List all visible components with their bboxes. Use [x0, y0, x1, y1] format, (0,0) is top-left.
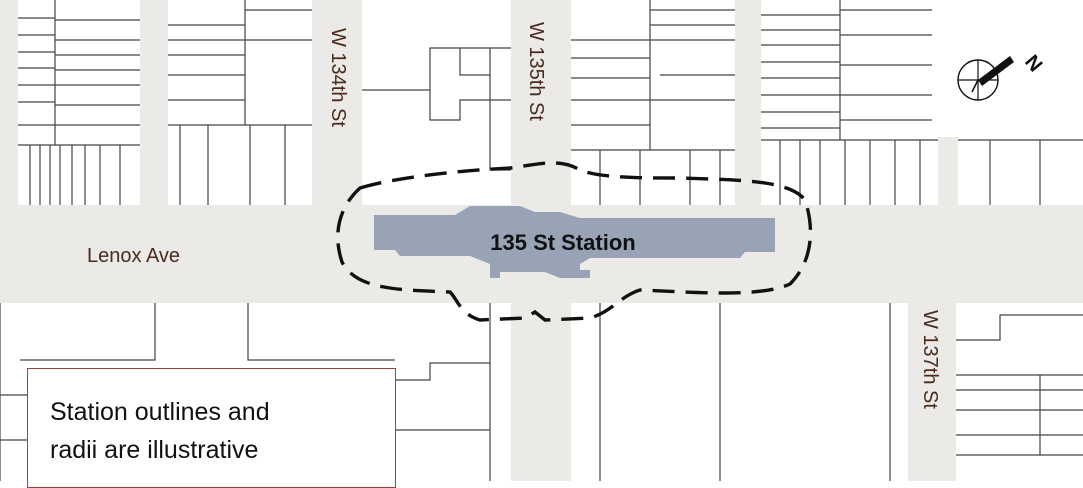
note-line-2: radii are illustrative: [50, 436, 259, 464]
north-arrow-panel: N: [932, 0, 1083, 137]
w137th-st-road: [908, 303, 956, 481]
north-arrow-icon: N: [957, 51, 1046, 101]
station-label: 135 St Station: [490, 230, 635, 255]
note-line-1: Station outlines and: [50, 398, 270, 426]
side-street-road: [140, 0, 168, 205]
w137th-st-upper-road: [938, 137, 958, 205]
west-edge-road: [0, 0, 18, 205]
w137th-st-label: W 137th St: [919, 310, 941, 409]
station-outline-shape[interactable]: [374, 206, 775, 278]
disclaimer-note: Station outlines and radii are illustrat…: [27, 368, 396, 488]
w134th-st-label: W 134th St: [327, 28, 349, 127]
w135th-st-label: W 135th St: [525, 22, 547, 121]
north-letter: N: [1020, 51, 1046, 76]
east-side-street-road: [735, 0, 761, 205]
station-radius-outline: [336, 161, 813, 322]
lenox-ave-label: Lenox Ave: [87, 245, 180, 267]
w134th-st-road: [312, 0, 362, 205]
